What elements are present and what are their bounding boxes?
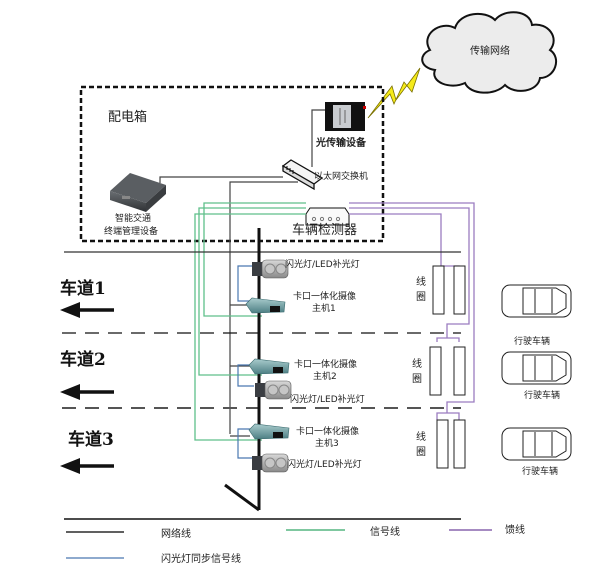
- flash-light-1: [252, 259, 289, 279]
- transport-network-cloud: [421, 11, 558, 94]
- coil-1-label-line2: 圈: [416, 291, 426, 303]
- cabinet-label: 配电箱: [108, 109, 147, 125]
- flash-light-3: [252, 453, 289, 473]
- flash-light-2: [255, 380, 292, 400]
- camera-3: [248, 423, 290, 440]
- camera-2-label-line1: 卡口一体化摄像: [294, 358, 357, 370]
- camera-1: [245, 297, 286, 314]
- flash-light-1-label: 闪光灯/LED补光灯: [285, 258, 360, 270]
- legend: 网络线 信号线 馈线 闪光灯同步信号线: [66, 523, 525, 565]
- induction-coils: [429, 265, 466, 469]
- legend-signal-label: 信号线: [370, 525, 400, 538]
- vehicle-1-label: 行驶车辆: [514, 335, 550, 347]
- network-lines: [159, 109, 325, 437]
- optical-device-label: 光传输设备: [315, 136, 367, 149]
- vehicle-3-icon: [501, 427, 572, 461]
- flash-sync-lines: [237, 265, 254, 459]
- camera-2: [248, 358, 290, 375]
- camera-3-label-line1: 卡口一体化摄像: [296, 425, 359, 437]
- distribution-cabinet: [79, 85, 385, 243]
- terminal-label-line2: 终端管理设备: [104, 225, 158, 237]
- coil-2-label-line1: 线: [412, 357, 422, 370]
- camera-2-label-line2: 主机2: [313, 370, 337, 382]
- legend-feeder-label: 馈线: [505, 523, 525, 536]
- cloud-label: 传输网络: [470, 44, 510, 57]
- lane-2-direction-arrow-icon: [60, 384, 114, 400]
- flash-light-2-label: 闪光灯/LED补光灯: [290, 393, 365, 405]
- wireless-link-icon: [367, 67, 421, 119]
- legend-flash-sync-label: 闪光灯同步信号线: [161, 552, 241, 565]
- detector-label: 车辆检测器: [292, 222, 357, 238]
- lane-1-direction-arrow-icon: [60, 302, 114, 318]
- coil-3-label-line2: 圈: [416, 446, 426, 458]
- feeder-lines: [349, 202, 475, 420]
- coil-2-label-line2: 圈: [412, 373, 422, 385]
- switch-label: 以太网交换机: [314, 170, 368, 182]
- legend-network-label: 网络线: [161, 527, 191, 540]
- ethernet-switch: [281, 159, 324, 191]
- lane-1-label: 车道1: [60, 278, 106, 299]
- camera-3-label-line2: 主机3: [315, 437, 339, 449]
- signal-lines: [194, 202, 306, 441]
- camera-1-label-line1: 卡口一体化摄像: [293, 290, 356, 302]
- lane-3-label: 车道3: [68, 429, 114, 450]
- terminal-management-device: [110, 173, 166, 212]
- optical-transmission-device: [325, 102, 366, 131]
- coil-1-label-line1: 线: [416, 275, 426, 288]
- vehicle-1-icon: [501, 284, 572, 318]
- lane-3-direction-arrow-icon: [60, 458, 114, 474]
- vehicle-3-label: 行驶车辆: [522, 465, 558, 477]
- vehicle-2-label: 行驶车辆: [524, 389, 560, 401]
- lane-2-label: 车道2: [60, 349, 106, 370]
- vehicle-2-icon: [501, 351, 572, 385]
- camera-1-label-line2: 主机1: [312, 302, 336, 314]
- flash-light-3-label: 闪光灯/LED补光灯: [287, 458, 362, 470]
- terminal-label-line1: 智能交通: [115, 212, 151, 224]
- coil-3-label-line1: 线: [416, 430, 426, 443]
